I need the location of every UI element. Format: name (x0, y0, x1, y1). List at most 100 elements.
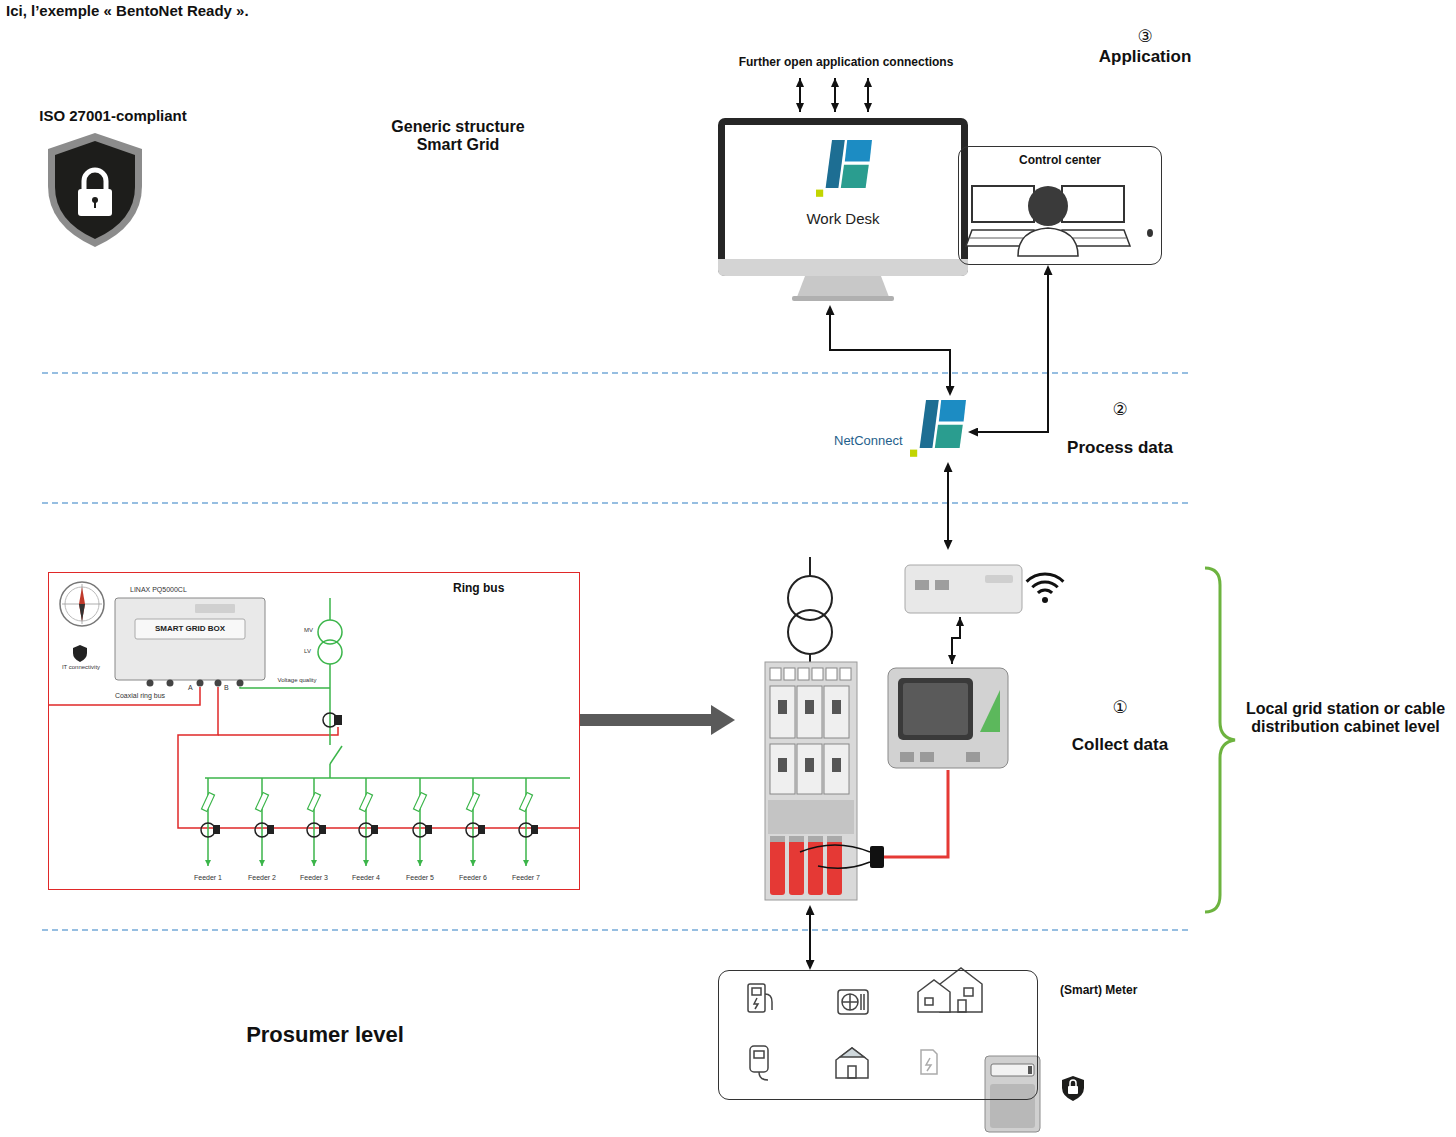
text-holder: Feeder 6 (451, 874, 495, 882)
prosumer-icons (748, 984, 765, 1012)
text-holder: ISO 27001-compliant (28, 107, 198, 124)
prosumer-icons (925, 998, 933, 1005)
distribution-cabinet (770, 836, 785, 842)
distribution-cabinet (824, 686, 849, 738)
text-holder: MV (304, 627, 317, 634)
control-center-drawing (1028, 186, 1068, 226)
smart-meter (985, 1056, 1084, 1132)
prosumer-icons (861, 994, 864, 1010)
voltage-label: LV (304, 648, 317, 655)
monitor-drawing (718, 118, 968, 276)
security-shield (55, 141, 135, 239)
router-device (935, 580, 949, 590)
monitor-drawing (718, 259, 968, 276)
text-holder: Feeder 1 (186, 874, 230, 882)
connector-arrow (809, 905, 811, 970)
ring-bus-schematic (60, 582, 104, 626)
text-holder: Process data (1060, 438, 1180, 458)
text-holder: B (224, 684, 232, 692)
level-divider (42, 502, 1192, 504)
distribution-cabinet (798, 668, 809, 680)
ring-bus-schematic (519, 778, 538, 866)
open-connection-arrows (800, 78, 868, 112)
prosumer-icons (759, 1072, 768, 1080)
distribution-cabinet (789, 836, 804, 842)
level-divider (42, 929, 1192, 931)
ring-bus-schematic (318, 640, 342, 664)
callout-number: ③ (1125, 27, 1165, 47)
text-holder: NetConnect (834, 434, 912, 449)
callout-number: ② (1100, 400, 1140, 420)
distribution-cabinet (770, 744, 795, 794)
ring-bus-schematic (359, 778, 378, 866)
text-holder: Control center (962, 154, 1158, 168)
monitor-drawing (718, 118, 968, 301)
prosumer-icons (926, 1058, 931, 1071)
smart-meter (1028, 1066, 1032, 1074)
distribution-cabinet (770, 686, 795, 738)
distribution-cabinet (770, 668, 781, 680)
monitor-drawing (797, 276, 889, 297)
level-label: Application (1085, 47, 1205, 67)
text-holder: ③ (1125, 27, 1165, 47)
text-holder: Collect data (1060, 735, 1180, 755)
control-center-box: Control center (958, 146, 1162, 265)
smart-meter (1068, 1086, 1078, 1094)
node-text: SMART GRID BOX (115, 624, 265, 633)
node-text: LINAX PQ5000CL (130, 586, 250, 594)
prosumer-icons (748, 968, 982, 1080)
netconnect-logo (910, 400, 966, 457)
distribution-cabinet (818, 862, 870, 868)
connector-arrow (968, 265, 1048, 432)
ring-bus-schematic (307, 778, 326, 866)
level-label: Process data (1060, 438, 1180, 458)
text-holder: IT connectivity (50, 664, 112, 671)
ring-bus-schematic (237, 680, 244, 687)
feeder-label: Feeder 1 (186, 874, 230, 882)
distribution-cabinet (832, 700, 841, 714)
workdesk-monitor: Work Desk (718, 118, 968, 305)
smart-grid-box: LINAX PQ5000CLSMART GRID BOX (115, 598, 265, 680)
transformer-symbol (809, 654, 811, 662)
transformer-symbol (788, 610, 832, 654)
node-text: (Smart) Meter (1060, 984, 1170, 998)
feeder-label: Feeder 6 (451, 874, 495, 882)
distribution-cabinet (870, 846, 884, 868)
smart-meter (991, 1064, 1034, 1076)
node-text: Work Desk (718, 210, 968, 227)
distribution-cabinet (812, 668, 823, 680)
feeder-label: Feeder 3 (292, 874, 336, 882)
smart-meter (1062, 1076, 1084, 1101)
distribution-cabinet (808, 836, 823, 842)
router-device (1042, 597, 1048, 603)
router-device (1032, 582, 1057, 587)
text-holder: LINAX PQ5000CL (130, 586, 250, 594)
security-shield (78, 189, 112, 216)
port-label: IT connectivity (50, 664, 112, 671)
text-holder: A (188, 684, 196, 692)
level-label: Prosumer level (215, 1022, 435, 1047)
text-holder: Ring bus (453, 582, 543, 596)
distribution-cabinet (884, 770, 948, 857)
ring-bus-frame: Ring busLINAX PQ5000CLSMART GRID BOX (48, 572, 580, 890)
router-device (1038, 590, 1052, 593)
level-divider (42, 373, 1192, 930)
distribution-cabinet (765, 662, 857, 900)
distribution-cabinet (770, 840, 785, 895)
control-center-drawing (1018, 228, 1078, 256)
ring-bus-schematic (201, 778, 220, 866)
node-text: NetConnect (834, 434, 912, 449)
text-holder: Further open application connections (716, 56, 976, 70)
ring-bus-schematic (197, 680, 204, 687)
router-device (905, 565, 1063, 664)
router-device (1027, 574, 1064, 582)
smart-meter (1070, 1080, 1076, 1086)
router-device (915, 580, 929, 590)
text-holder: Feeder 4 (344, 874, 388, 882)
data-logger (966, 752, 980, 762)
control-center-drawing (1147, 229, 1153, 237)
text-holder: Work Desk (718, 210, 968, 227)
text-holder: Feeder 5 (398, 874, 442, 882)
level-bracket (1205, 568, 1235, 912)
